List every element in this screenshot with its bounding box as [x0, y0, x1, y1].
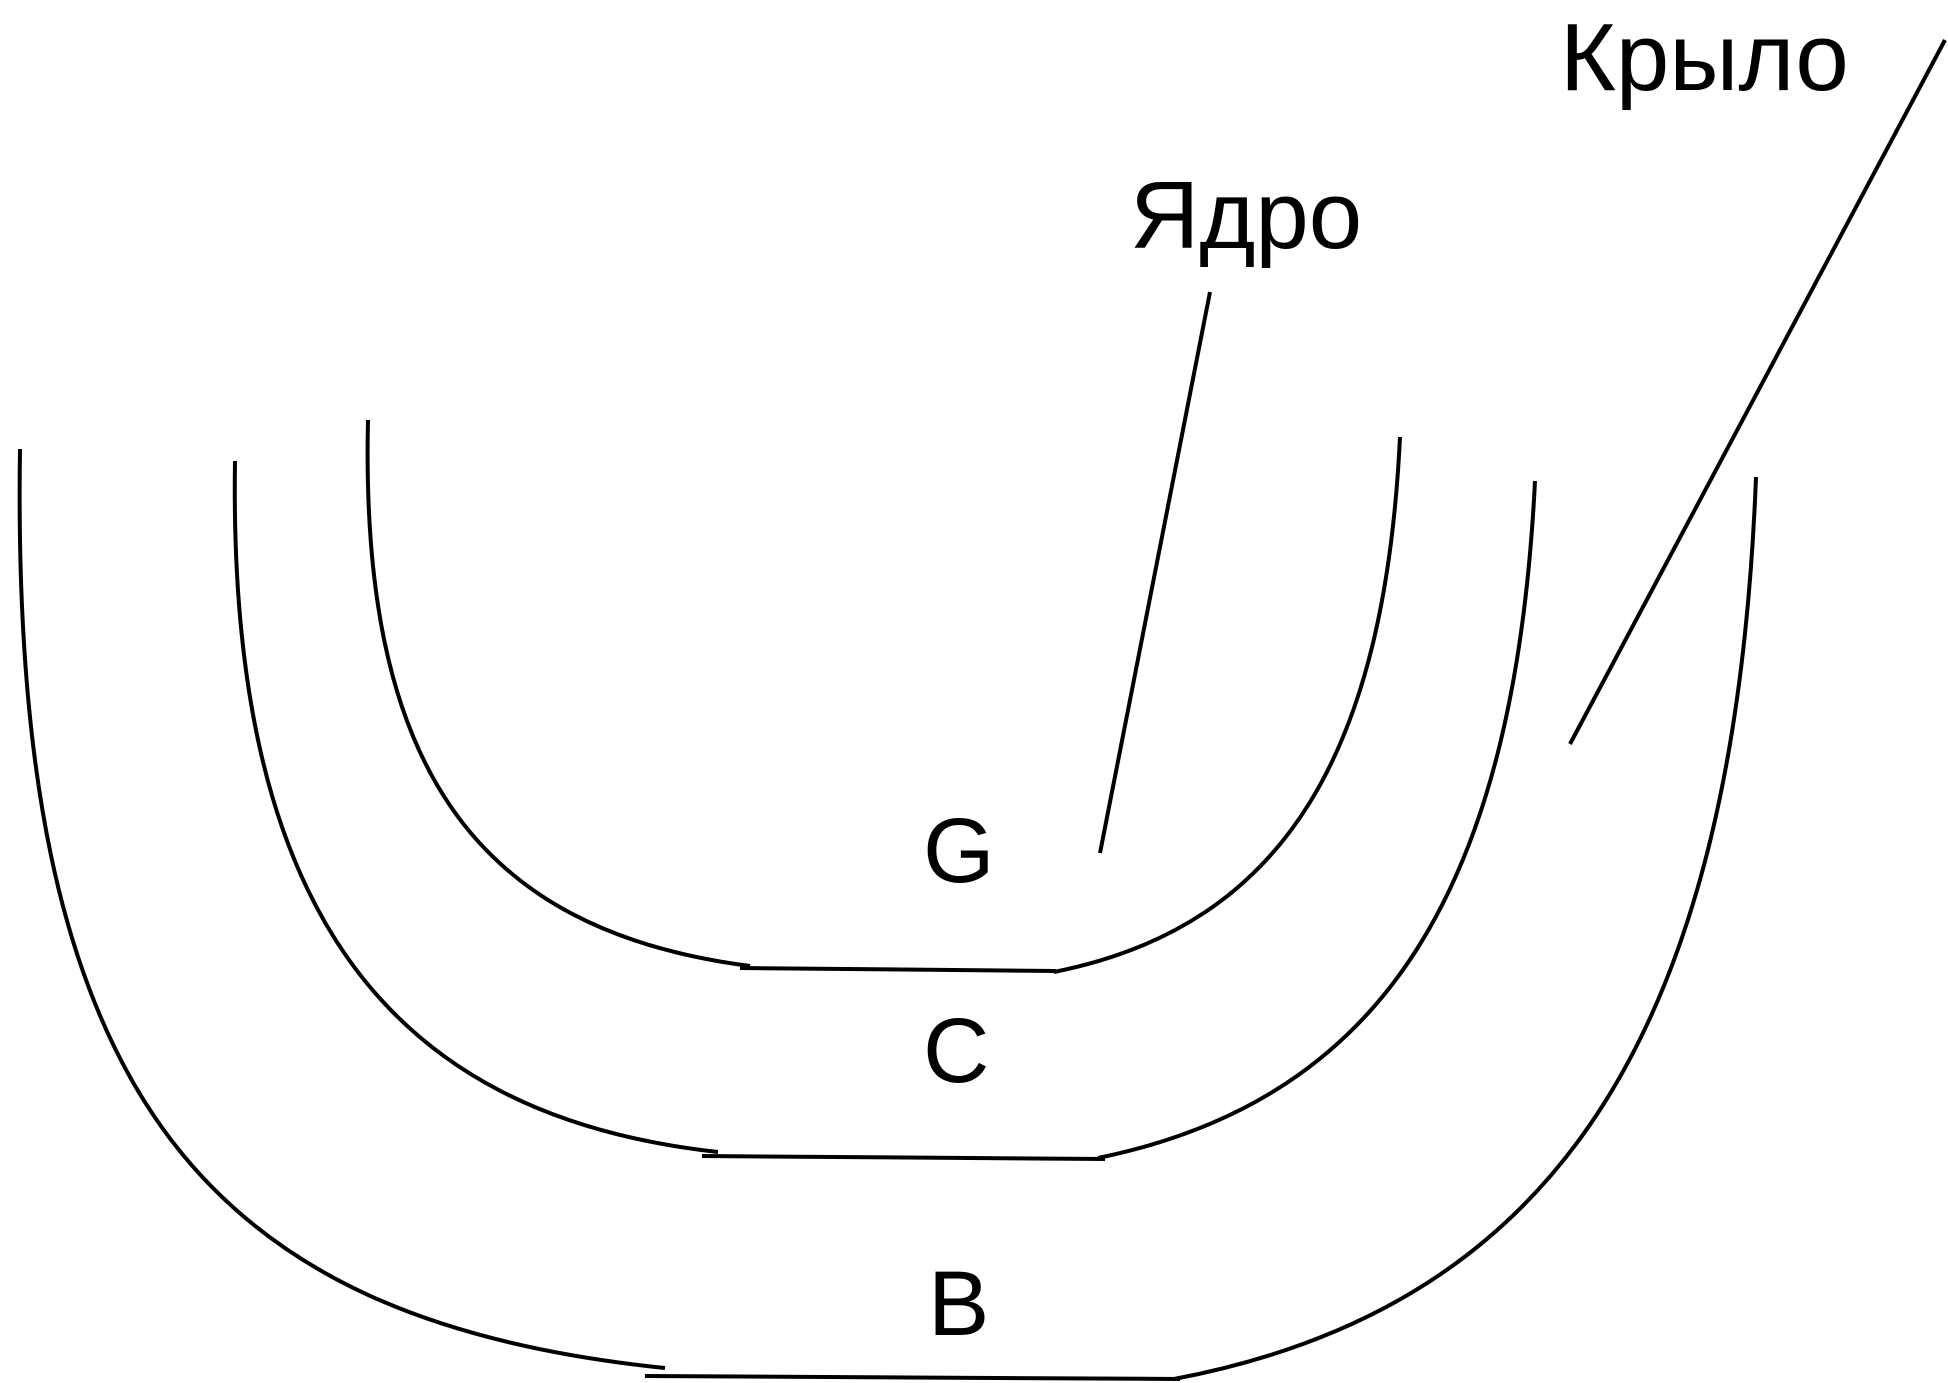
- outer-curve-left: [17, 448, 666, 1370]
- outer-base-line: [644, 1374, 1181, 1381]
- middle-base-line: [701, 1154, 1106, 1161]
- core-label: Ядро: [1130, 162, 1362, 269]
- core-pointer-line: [1098, 291, 1212, 854]
- wing-label: Крыло: [1560, 4, 1849, 111]
- middle-curve-right: [1097, 480, 1537, 1160]
- band-label-g: G: [923, 800, 995, 902]
- wing-pointer-line: [1568, 39, 1947, 745]
- outer-curve-right: [1173, 476, 1758, 1381]
- middle-curve-left: [232, 460, 719, 1154]
- inner-curve-left: [365, 419, 751, 968]
- band-label-c: C: [923, 1000, 989, 1102]
- inner-curve-right: [1053, 436, 1402, 974]
- band-label-b: B: [928, 1253, 989, 1355]
- inner-base-line: [739, 966, 1057, 973]
